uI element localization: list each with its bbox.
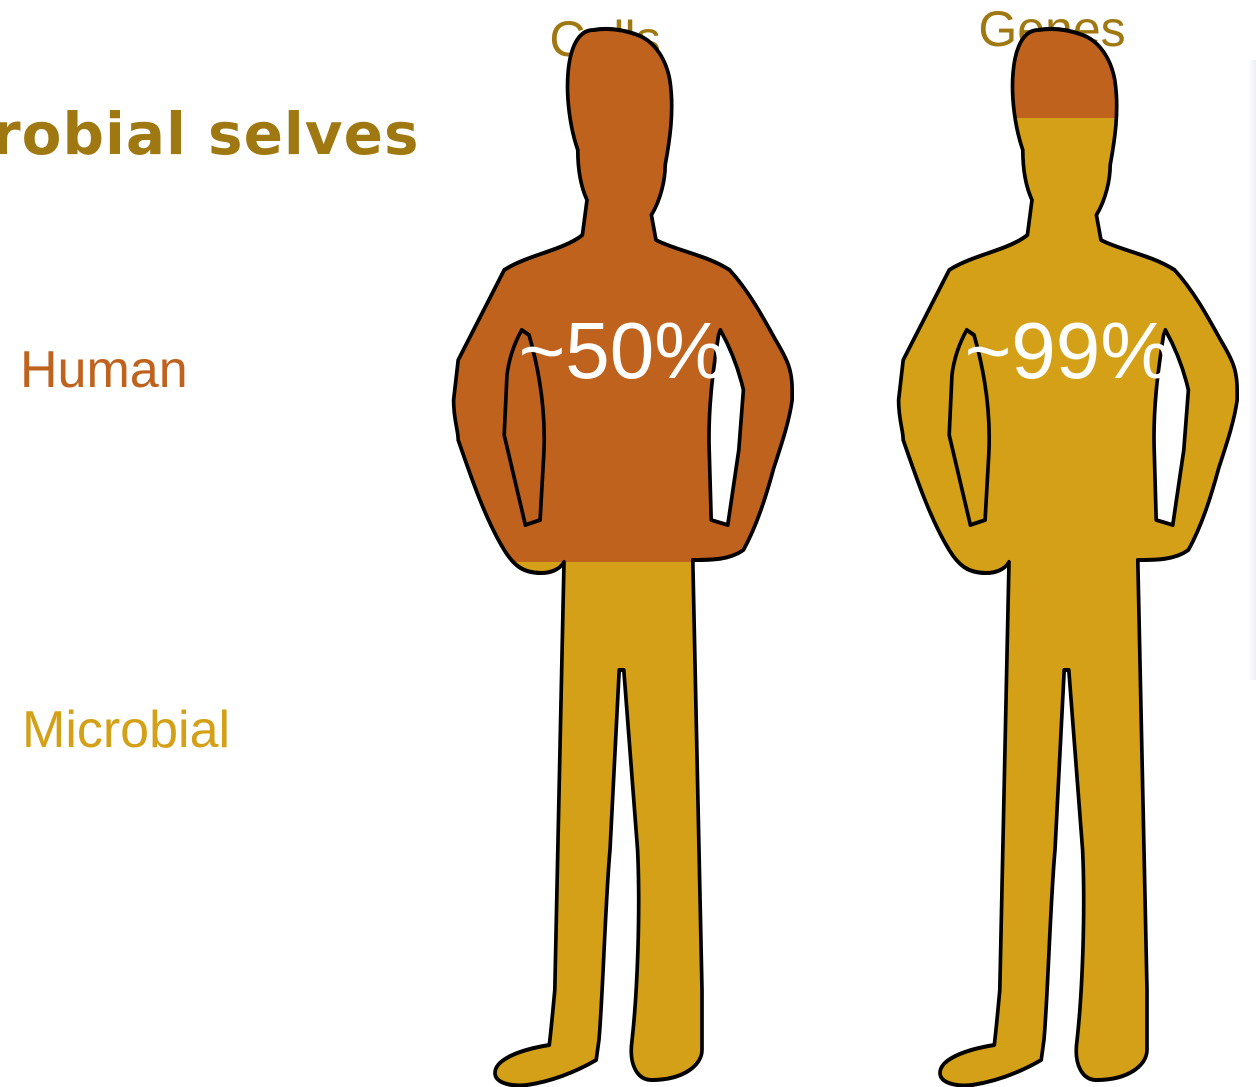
person-silhouette-cells bbox=[400, 0, 820, 1087]
edge-decoration bbox=[1248, 60, 1256, 680]
genes-human-fill bbox=[845, 0, 1256, 118]
cells-human-fill bbox=[400, 0, 820, 562]
percent-label-genes: ~99% bbox=[965, 305, 1172, 397]
person-silhouette-genes bbox=[845, 0, 1256, 1087]
percent-label-cells: ~50% bbox=[519, 305, 726, 397]
